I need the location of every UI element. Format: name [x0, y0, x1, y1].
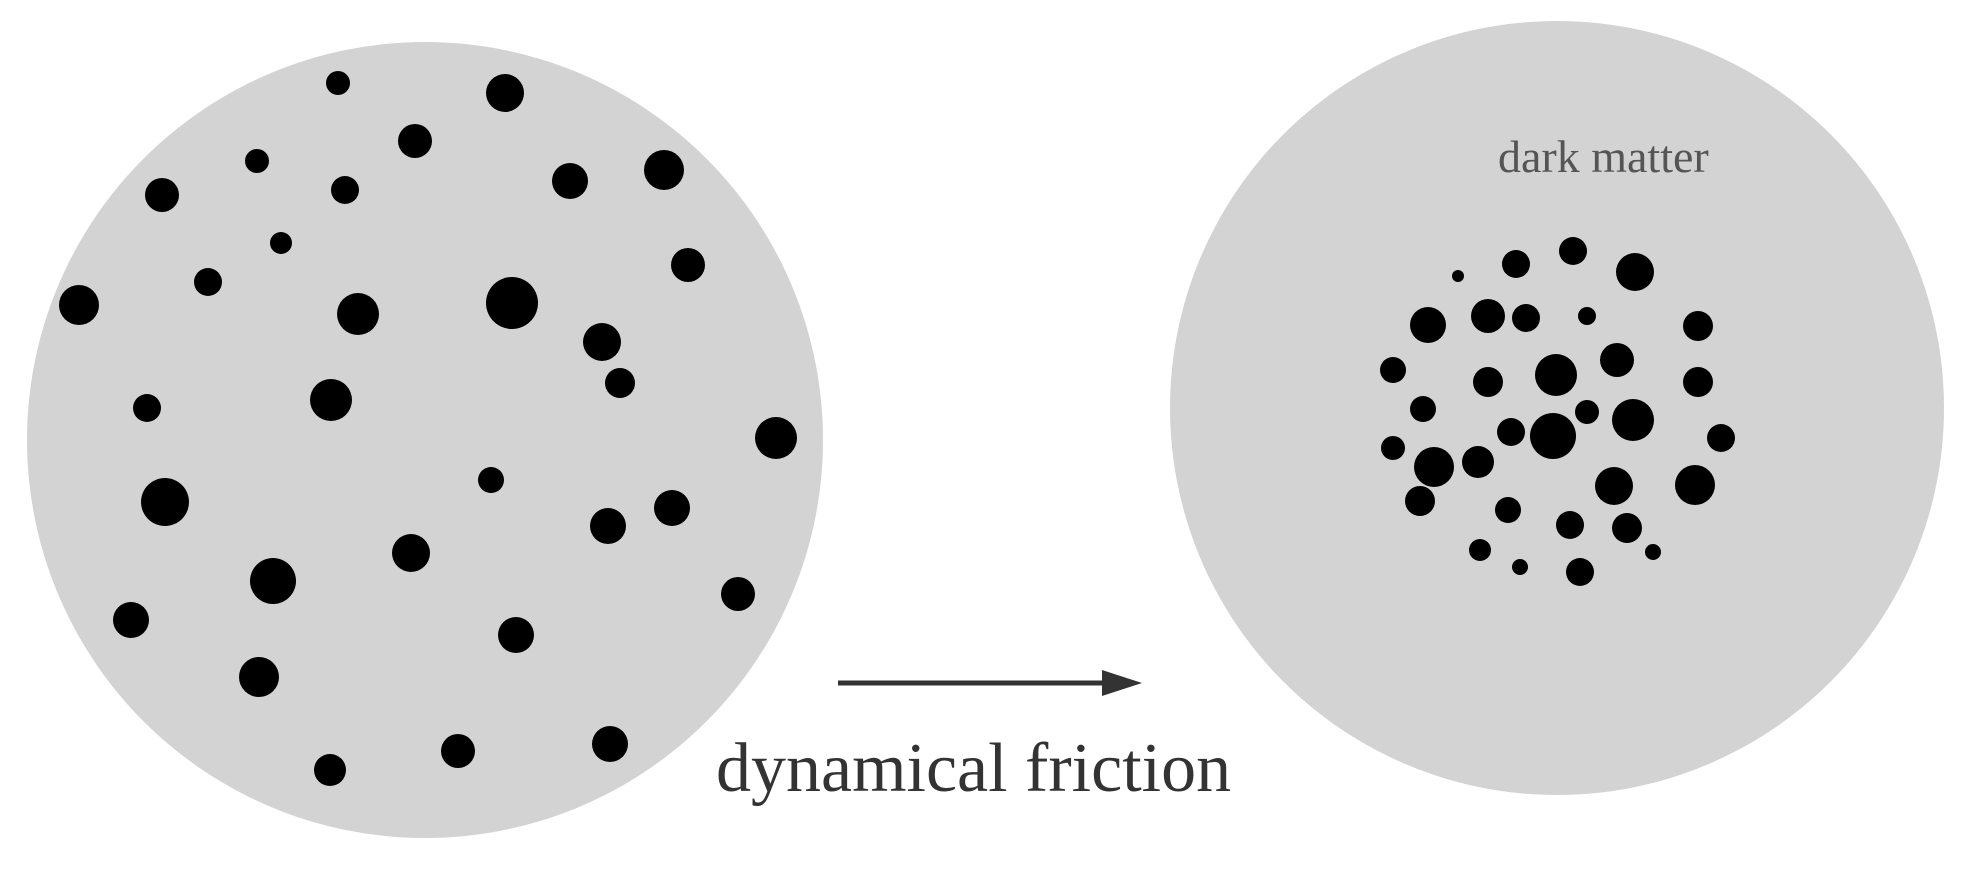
right-object-20 [1707, 424, 1735, 452]
left-object-13 [337, 293, 379, 335]
left-object-1 [326, 71, 350, 95]
left-object-15 [583, 323, 621, 361]
left-object-14 [486, 277, 538, 329]
right-object-24 [1675, 465, 1715, 505]
dark-matter-label: dark matter [1498, 131, 1709, 182]
left-object-23 [590, 508, 626, 544]
left-object-32 [592, 726, 628, 762]
objects-left-group [59, 71, 797, 786]
right-object-4 [1452, 270, 1464, 282]
left-object-19 [755, 417, 797, 459]
right-object-30 [1469, 539, 1491, 561]
right-object-13 [1600, 343, 1634, 377]
left-object-24 [392, 534, 430, 572]
panel-before-dispersed [27, 42, 823, 838]
left-object-12 [194, 268, 222, 296]
right-object-6 [1471, 299, 1505, 333]
left-object-31 [441, 734, 475, 768]
right-object-27 [1495, 497, 1521, 523]
left-object-22 [654, 490, 690, 526]
right-object-22 [1414, 447, 1454, 487]
left-object-2 [486, 74, 524, 112]
left-object-10 [671, 248, 705, 282]
right-object-23 [1462, 446, 1494, 478]
right-object-32 [1566, 558, 1594, 586]
right-object-28 [1556, 511, 1584, 539]
right-object-14 [1683, 367, 1713, 397]
right-object-21 [1381, 436, 1405, 460]
right-object-17 [1530, 413, 1576, 459]
right-object-33 [1645, 544, 1661, 560]
right-object-10 [1380, 357, 1406, 383]
left-object-18 [310, 379, 352, 421]
panel-after-concentrated: dark matter [1170, 21, 1944, 795]
right-object-19 [1612, 399, 1654, 441]
left-object-17 [133, 394, 161, 422]
left-object-7 [552, 163, 588, 199]
left-object-16 [605, 368, 635, 398]
dynamical-friction-label: dynamical friction [716, 730, 1231, 807]
left-object-21 [478, 467, 504, 493]
right-object-16 [1497, 418, 1525, 446]
dark-matter-halo-left [27, 42, 823, 838]
left-object-11 [59, 285, 99, 325]
right-object-31 [1512, 559, 1528, 575]
right-object-1 [1502, 250, 1530, 278]
objects-right-group [1380, 237, 1735, 586]
left-object-9 [270, 232, 292, 254]
right-object-7 [1512, 304, 1540, 332]
right-object-5 [1410, 307, 1446, 343]
right-object-29 [1612, 513, 1642, 543]
left-object-3 [398, 124, 432, 158]
right-object-8 [1578, 307, 1596, 325]
left-object-4 [245, 149, 269, 173]
left-object-25 [250, 558, 296, 604]
dark-matter-halo-right [1170, 21, 1944, 795]
left-object-27 [113, 602, 149, 638]
left-object-29 [239, 657, 279, 697]
arrow-head-icon [1102, 670, 1142, 696]
left-object-5 [145, 178, 179, 212]
right-object-9 [1683, 311, 1713, 341]
left-object-28 [498, 617, 534, 653]
left-object-30 [314, 754, 346, 786]
left-object-20 [141, 478, 189, 526]
left-object-26 [721, 577, 755, 611]
right-object-26 [1405, 486, 1435, 516]
transition-arrow-group: dynamical friction [716, 670, 1231, 807]
left-object-8 [644, 150, 684, 190]
right-object-3 [1616, 253, 1654, 291]
right-object-18 [1575, 400, 1599, 424]
right-object-12 [1535, 354, 1577, 396]
left-object-6 [331, 176, 359, 204]
right-object-15 [1410, 396, 1436, 422]
right-object-11 [1473, 367, 1503, 397]
right-object-25 [1595, 467, 1633, 505]
right-object-2 [1559, 237, 1587, 265]
